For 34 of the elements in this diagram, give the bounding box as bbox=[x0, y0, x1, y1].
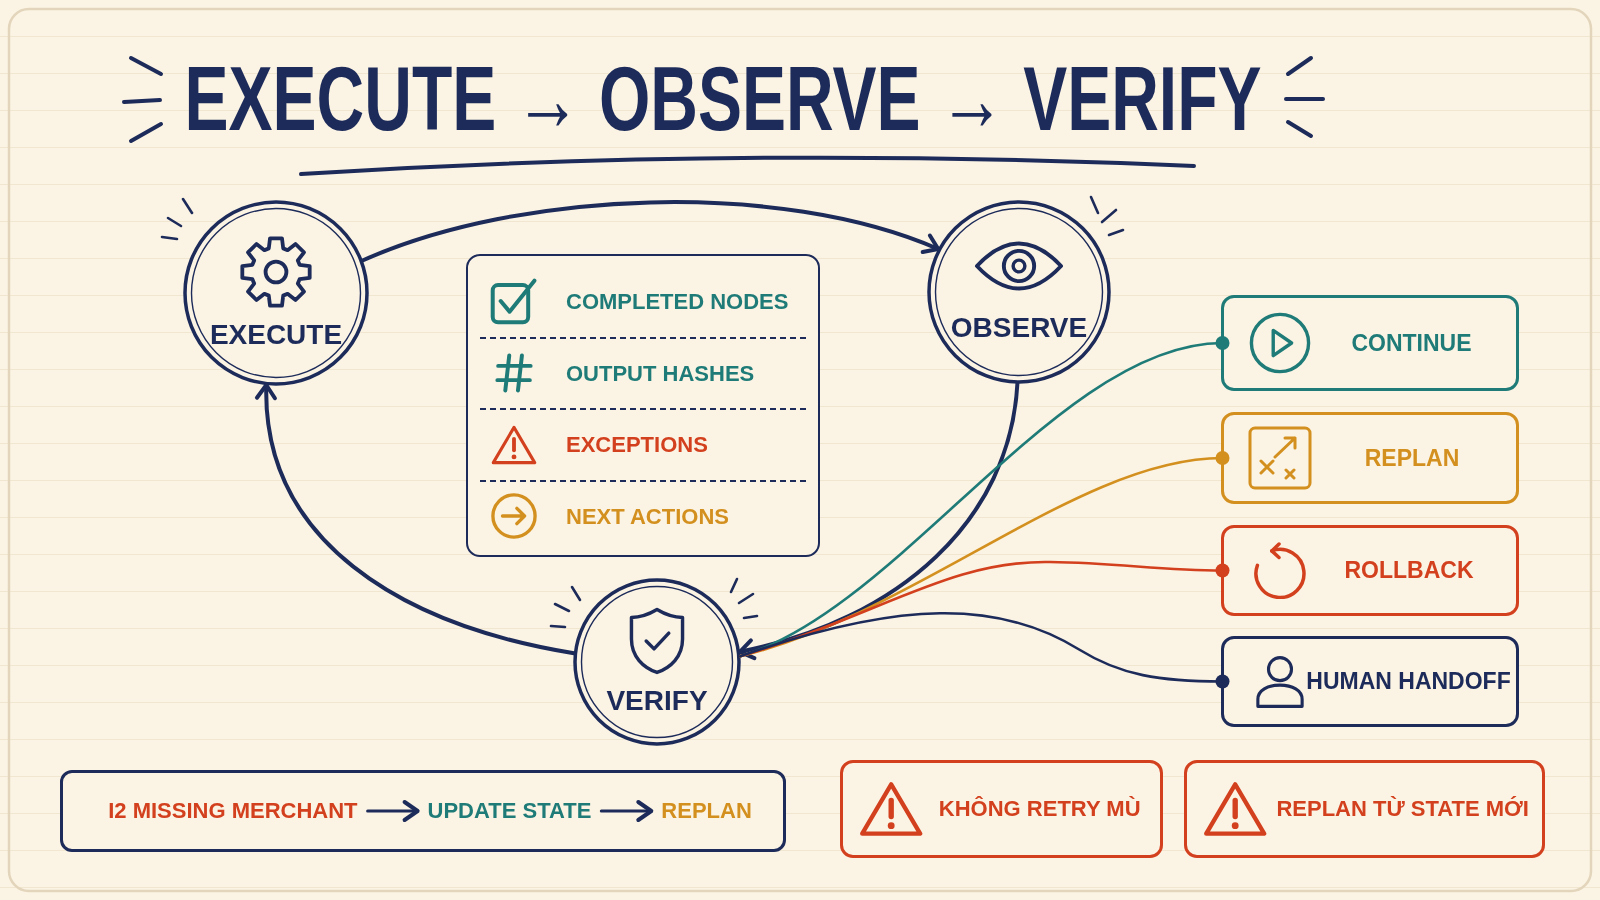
step-label: REPLAN bbox=[651, 798, 762, 824]
arrow bbox=[599, 800, 654, 822]
outcome-box bbox=[1221, 525, 1519, 616]
step-label: VERIFY bbox=[606, 684, 708, 718]
step-label: EXECUTE bbox=[209, 318, 343, 352]
step-circle bbox=[183, 200, 369, 386]
step-circle bbox=[927, 200, 1111, 384]
step-label: UPDATE STATE bbox=[417, 798, 602, 824]
warning-text: REPLAN TỪ STATE MỚI bbox=[1276, 796, 1529, 822]
flow-box bbox=[60, 770, 786, 852]
outcome-box bbox=[1221, 636, 1519, 727]
outcome-label: CONTINUE bbox=[1351, 329, 1472, 357]
info-panel bbox=[466, 254, 820, 557]
warning-text: KHÔNG RETRY MÙ bbox=[938, 796, 1141, 822]
outcome-label: ROLLBACK bbox=[1344, 557, 1474, 584]
list-item-text: EXCEPTIONS bbox=[566, 432, 708, 458]
step-label: I2 MISSING MERCHANT bbox=[98, 798, 368, 824]
step-circle bbox=[573, 578, 741, 746]
title: EXECUTE → OBSERVE → VERIFY bbox=[184, 47, 1262, 152]
arrow bbox=[360, 200, 941, 263]
outcome-box bbox=[1221, 295, 1519, 391]
arrow bbox=[255, 383, 576, 656]
list-item-text: OUTPUT HASHES bbox=[566, 360, 755, 386]
warning-note-box bbox=[1184, 760, 1545, 858]
warning-note-box bbox=[840, 760, 1163, 858]
outcome-box bbox=[1221, 412, 1519, 504]
connector-line bbox=[739, 612, 1230, 689]
step-label: OBSERVE bbox=[950, 311, 1088, 345]
arrow bbox=[366, 800, 420, 822]
list-item-text: NEXT ACTIONS bbox=[566, 503, 729, 529]
outcome-label: REPLAN bbox=[1364, 444, 1460, 472]
list-item-text: COMPLETED NODES bbox=[566, 289, 789, 315]
arrow bbox=[737, 381, 1020, 660]
outcome-label: HUMAN HANDOFF bbox=[1306, 668, 1511, 695]
